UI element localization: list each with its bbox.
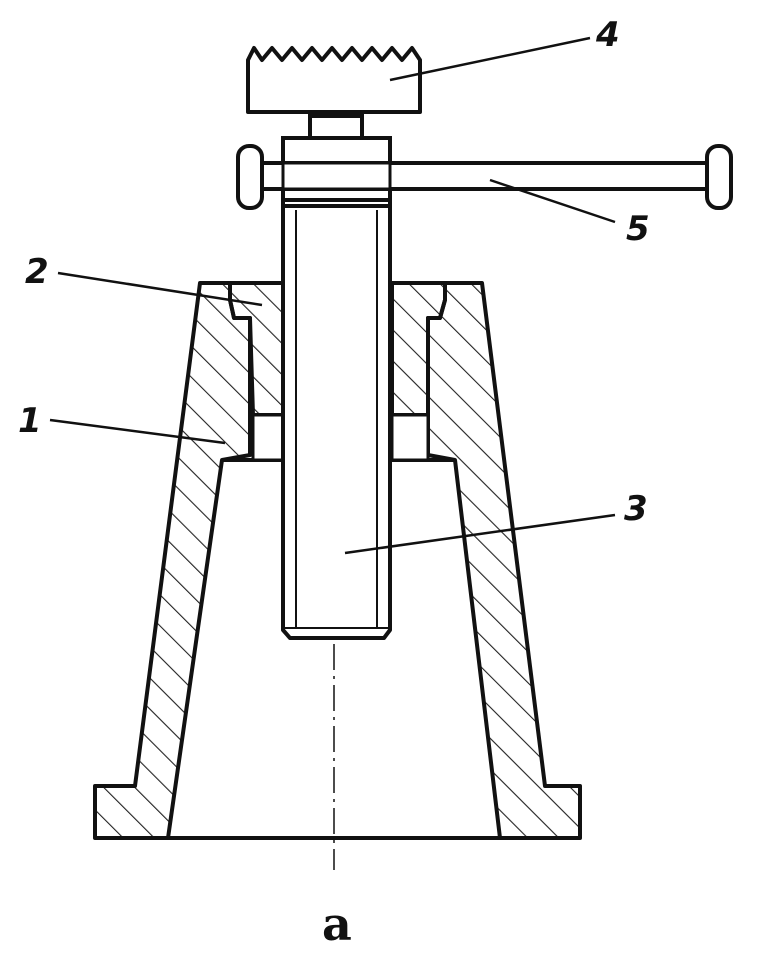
handle-knob-left: [236, 144, 264, 210]
nut-gap-right: [390, 413, 430, 462]
handle-through-screw: [281, 161, 392, 191]
body-right-wall: [426, 281, 582, 840]
figure-caption: a: [322, 897, 352, 951]
callout-1: 1: [18, 401, 42, 441]
screw-part-3: [281, 114, 392, 640]
screw-body: [281, 203, 392, 640]
handle-part-5: [236, 144, 733, 210]
cap-part-4: [246, 46, 422, 114]
leader-line-4: [389, 36, 591, 82]
leader-line-5: [489, 178, 616, 224]
screw-neck: [308, 114, 364, 140]
handle-knob-right: [705, 144, 733, 210]
callout-4: 4: [595, 15, 620, 55]
leader-line-3: [344, 513, 616, 555]
body-left-wall: [93, 281, 252, 840]
callout-2: 2: [25, 252, 49, 292]
leader-line-2: [57, 271, 263, 307]
callout-5: 5: [626, 209, 650, 249]
leader-line-1: [49, 418, 226, 445]
callout-3: 3: [624, 489, 648, 529]
